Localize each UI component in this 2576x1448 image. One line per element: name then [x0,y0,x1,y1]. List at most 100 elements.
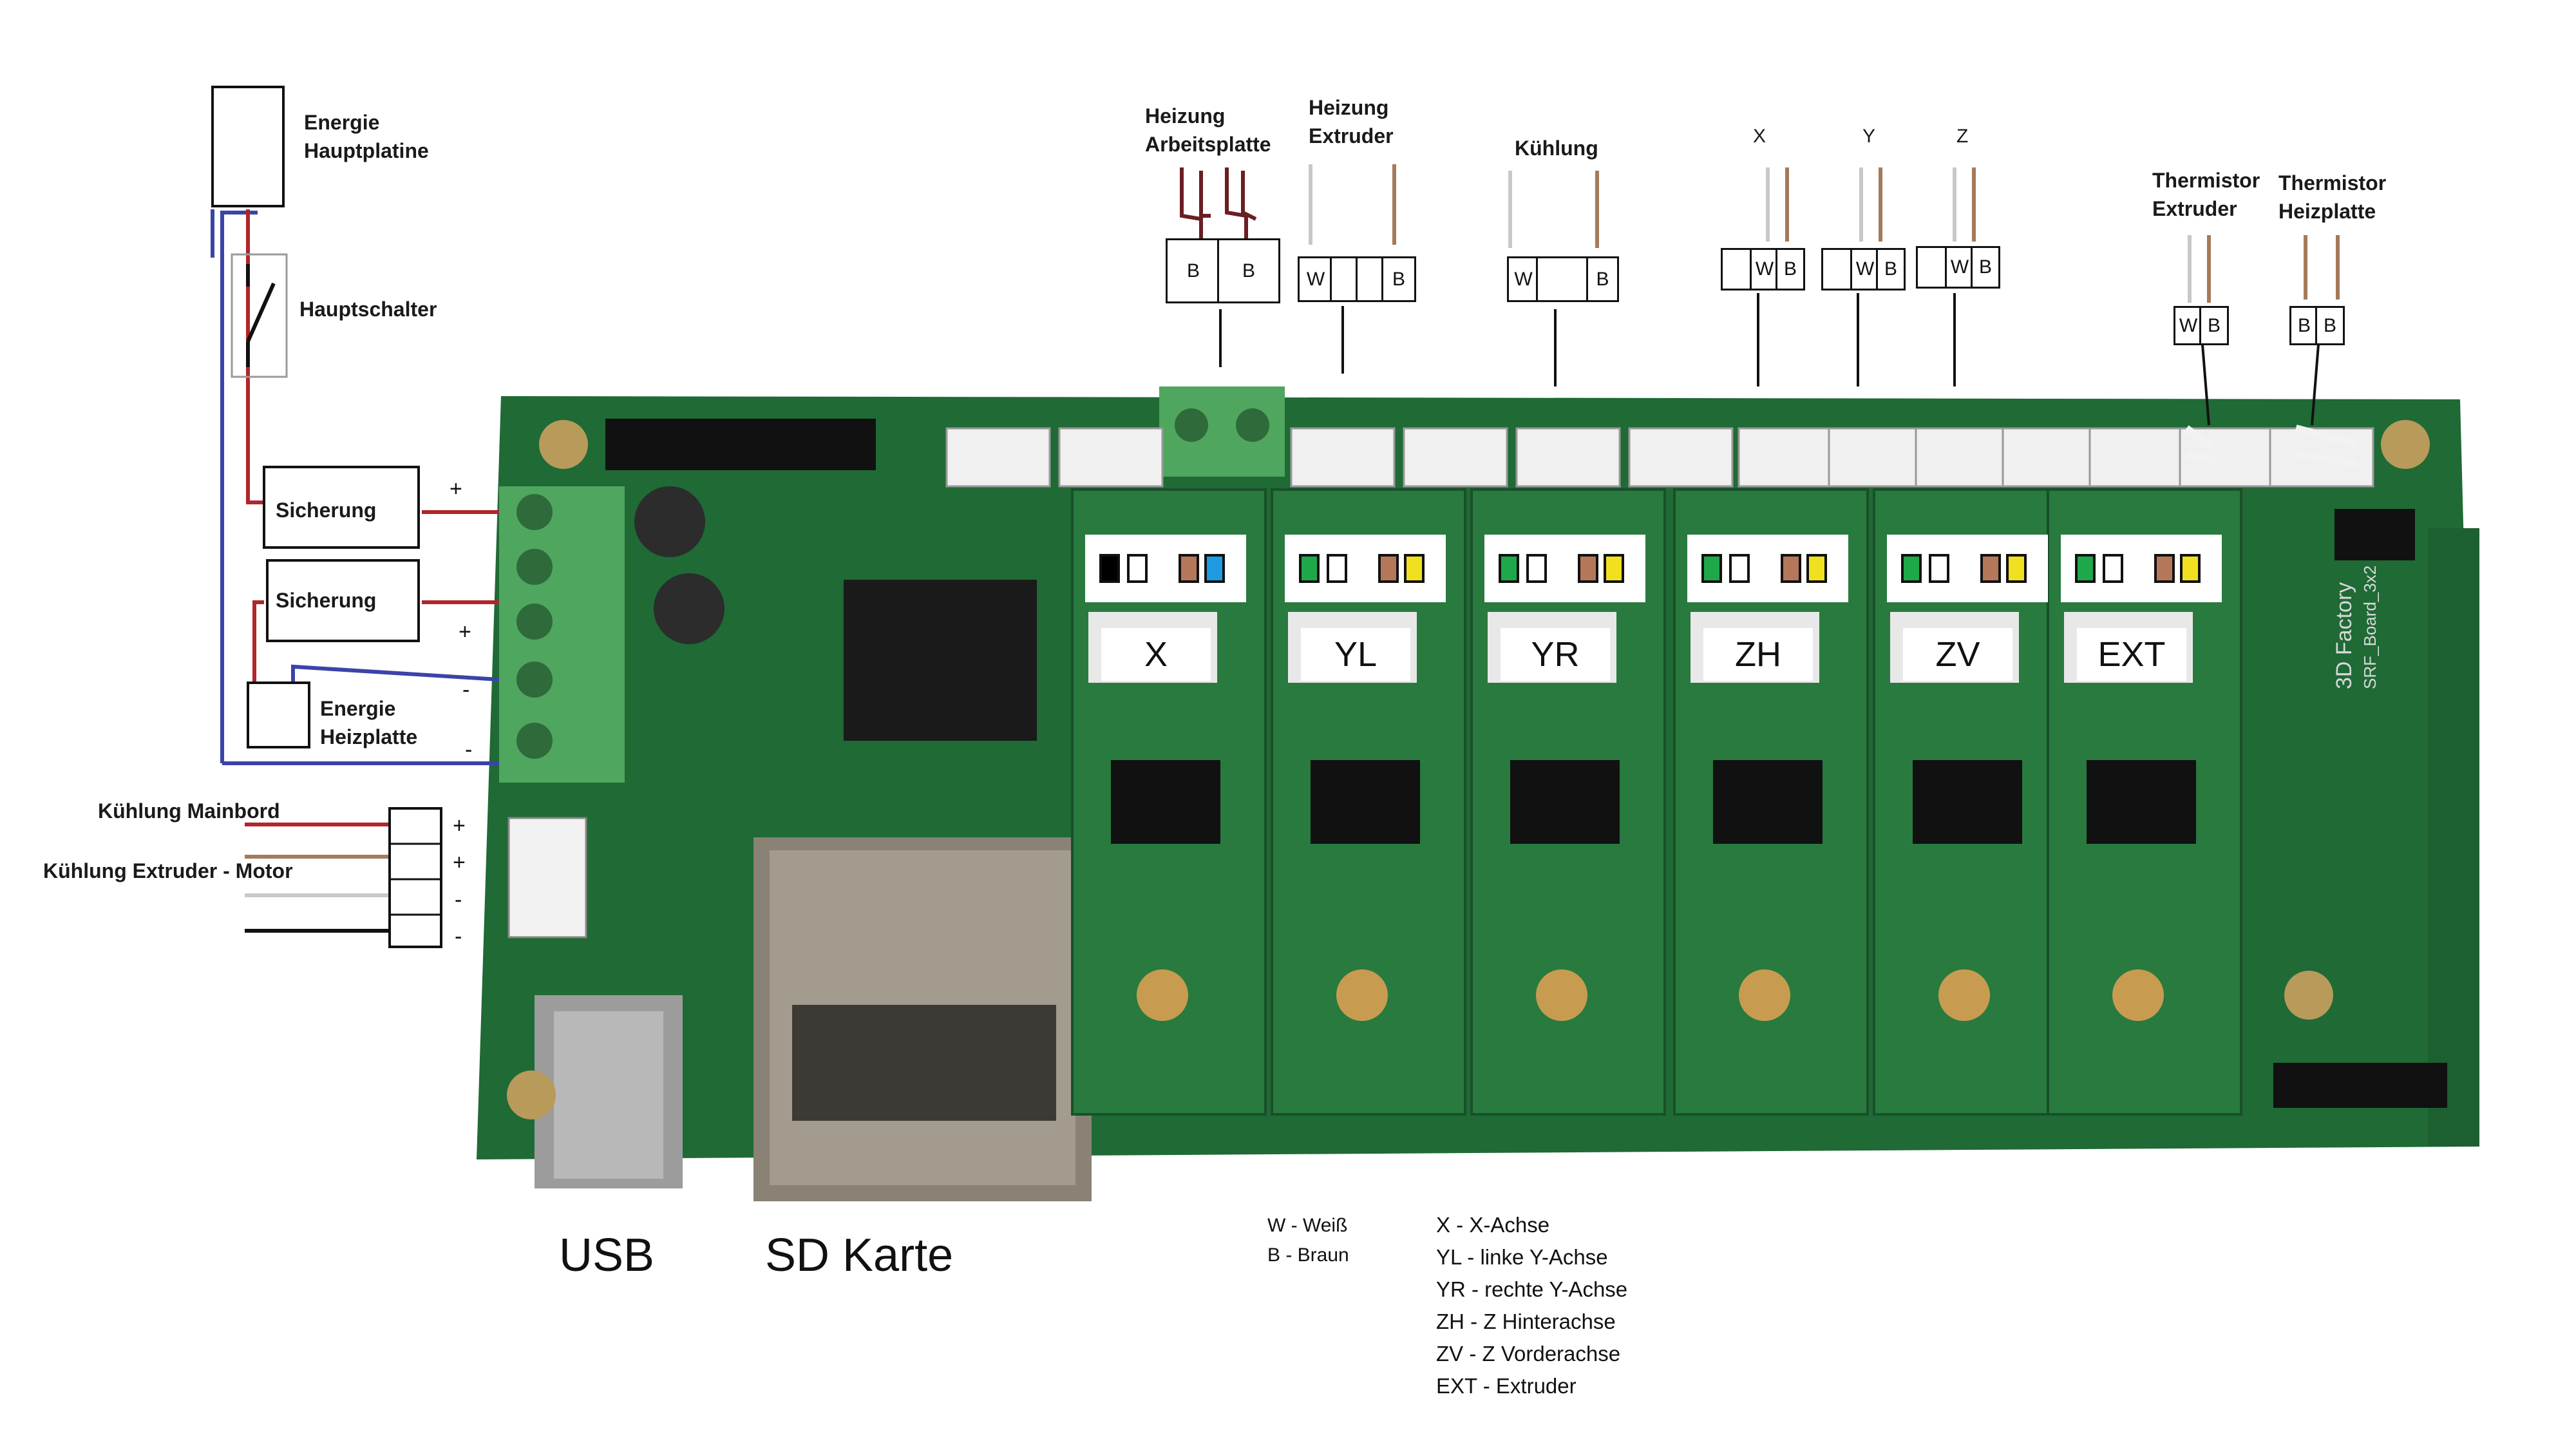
connector-row [945,427,2374,488]
white-connector [1628,427,1734,488]
white-connector [1403,427,1508,488]
heatsink [2087,760,2196,844]
label-usb: USB [559,1230,655,1281]
driver-mounting-hole [1536,969,1587,1021]
wire-color-swatch [1099,554,1120,583]
label-kuehlung-mainbord: Kühlung Mainbord [98,799,280,823]
wire-color-swatch [2180,554,2201,583]
legend-axes: X - X-Achse YL - linke Y-Achse YR - rech… [1436,1209,1627,1402]
connector-x-1 [1721,248,1754,291]
label-axis-y: Y [1862,126,1876,147]
wire-color-swatch [2103,554,2123,583]
wire-color-swatch [1404,554,1425,583]
mounting-hole [539,420,588,469]
wire-color-swatch [1327,554,1347,583]
label-sicherung-2: Sicherung [276,589,377,612]
mounting-hole [507,1071,556,1119]
wire-color-swatch [2075,554,2096,583]
driver-color-strip [1285,535,1446,602]
main-switch-lever [246,282,276,343]
connector-heizung-arbeitsplatte-2: B [1217,238,1280,303]
sign-fan-1: + [453,814,466,838]
wire-color-swatch [1604,554,1624,583]
white-connector [2088,427,2194,488]
wire-color-swatch [1204,554,1225,583]
heatsink [1713,760,1823,844]
sign-terminal-1: + [450,477,462,501]
label-kuehlung: Kühlung [1515,137,1598,160]
connector-heizung-extruder-4: B [1381,256,1416,302]
driver-color-strip [1887,535,2048,602]
white-connector [1828,427,1933,488]
wire-color-swatch [1378,554,1399,583]
sign-terminal-2: + [459,620,471,644]
driver-color-strip [1484,535,1645,602]
wire-color-swatch [1980,554,2001,583]
sign-fan-2: + [453,850,466,875]
wire-color-swatch [1499,554,1519,583]
capacitor [634,486,705,557]
thermistor-pins [2184,424,2358,468]
connector-z-1 [1916,246,1949,289]
wire-color-swatch [1179,554,1199,583]
connector-x-3: B [1776,248,1805,291]
heatsink [1111,760,1220,844]
driver-label: X [1101,628,1211,681]
driver-color-strip [1085,535,1246,602]
driver-mounting-hole [1336,969,1388,1021]
label-axis-x: X [1753,126,1766,147]
driver-label: ZH [1703,628,1813,681]
driver-label: YL [1301,628,1410,681]
sign-fan-4: - [455,924,462,949]
capacitor [654,573,724,644]
connector-kuehlung-1: W [1507,256,1540,302]
white-connector [1915,427,2020,488]
right-board-edge [2428,528,2479,1147]
connector-heizung-arbeitsplatte-1: B [1166,238,1221,303]
label-sd-karte: SD Karte [765,1230,954,1281]
right-header [2334,509,2415,560]
label-hauptschalter: Hauptschalter [299,298,437,321]
wire-color-swatch [1299,554,1320,583]
legend-axis-item: ZH - Z Hinterachse [1436,1310,1616,1333]
wire-color-swatch [2006,554,2027,583]
driver-mounting-hole [2112,969,2164,1021]
mounting-hole [2381,420,2430,469]
connector-z-3: B [1971,246,2000,289]
legend-axis-item: YL - linke Y-Achse [1436,1245,1608,1269]
wire-color-swatch [1781,554,1801,583]
fan-connector [507,817,587,938]
heatsink [1510,760,1620,844]
white-connector [1515,427,1621,488]
driver-mounting-hole [1137,969,1188,1021]
driver-color-strip [2061,535,2222,602]
driver-mounting-hole [1739,969,1790,1021]
legend-axis-item: EXT - Extruder [1436,1374,1577,1398]
sign-terminal-4: - [465,738,473,762]
driver-label: YR [1501,628,1610,681]
legend-axis-item: ZV - Z Vorderachse [1436,1342,1621,1366]
white-connector [1738,427,1843,488]
white-connector [1058,427,1164,488]
wire-color-swatch [1806,554,1827,583]
microcontroller-chip [844,580,1037,741]
white-connector [1290,427,1396,488]
left-wiring [211,209,500,933]
driver-label: EXT [2077,628,2186,681]
fuse-box-2 [266,559,420,642]
mounting-hole [2284,971,2333,1020]
white-connector [2002,427,2107,488]
legend-color-item: B - Braun [1267,1244,1349,1266]
heatsink [1913,760,2022,844]
connector-y-3: B [1876,248,1906,291]
connector-kuehlung-2 [1536,256,1590,302]
driver-label: ZV [1903,628,2012,681]
connector-kuehlung-3: B [1586,256,1619,302]
wire-color-swatch [1729,554,1750,583]
top-wires [1180,164,2340,303]
